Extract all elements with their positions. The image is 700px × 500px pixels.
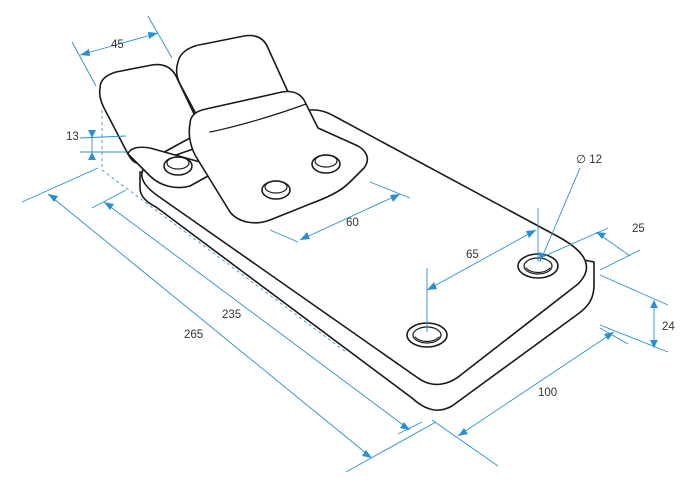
dimension-lines — [21, 15, 669, 473]
dimension-label-65: 65 — [466, 249, 479, 261]
dimension-label-24: 24 — [662, 321, 675, 333]
mounting-hole — [406, 322, 448, 348]
pedal-front-crease — [209, 103, 307, 133]
bolt-heads — [163, 154, 341, 200]
hidden-lines — [101, 110, 347, 353]
dimension-label-13: 13 — [66, 131, 79, 143]
dimension-label-265: 265 — [184, 329, 203, 341]
dimension-label-60: 60 — [346, 217, 359, 229]
bolt-head — [163, 156, 193, 176]
dimension-arrows — [48, 32, 658, 458]
dimension-label-100: 100 — [538, 387, 557, 399]
pedal-front-outline — [188, 90, 369, 224]
dimension-label-25: 25 — [632, 223, 645, 235]
bolt-head — [261, 180, 291, 200]
dimension-label-235: 235 — [222, 309, 241, 321]
pedal-front — [188, 90, 369, 224]
dimension-label-45: 45 — [111, 39, 124, 51]
dimension-label-diameter: ∅ 12 — [576, 154, 602, 166]
bolt-head — [311, 154, 341, 174]
dimension-labels: 45 13 235 265 60 65 ∅ 12 25 24 100 — [66, 39, 675, 399]
